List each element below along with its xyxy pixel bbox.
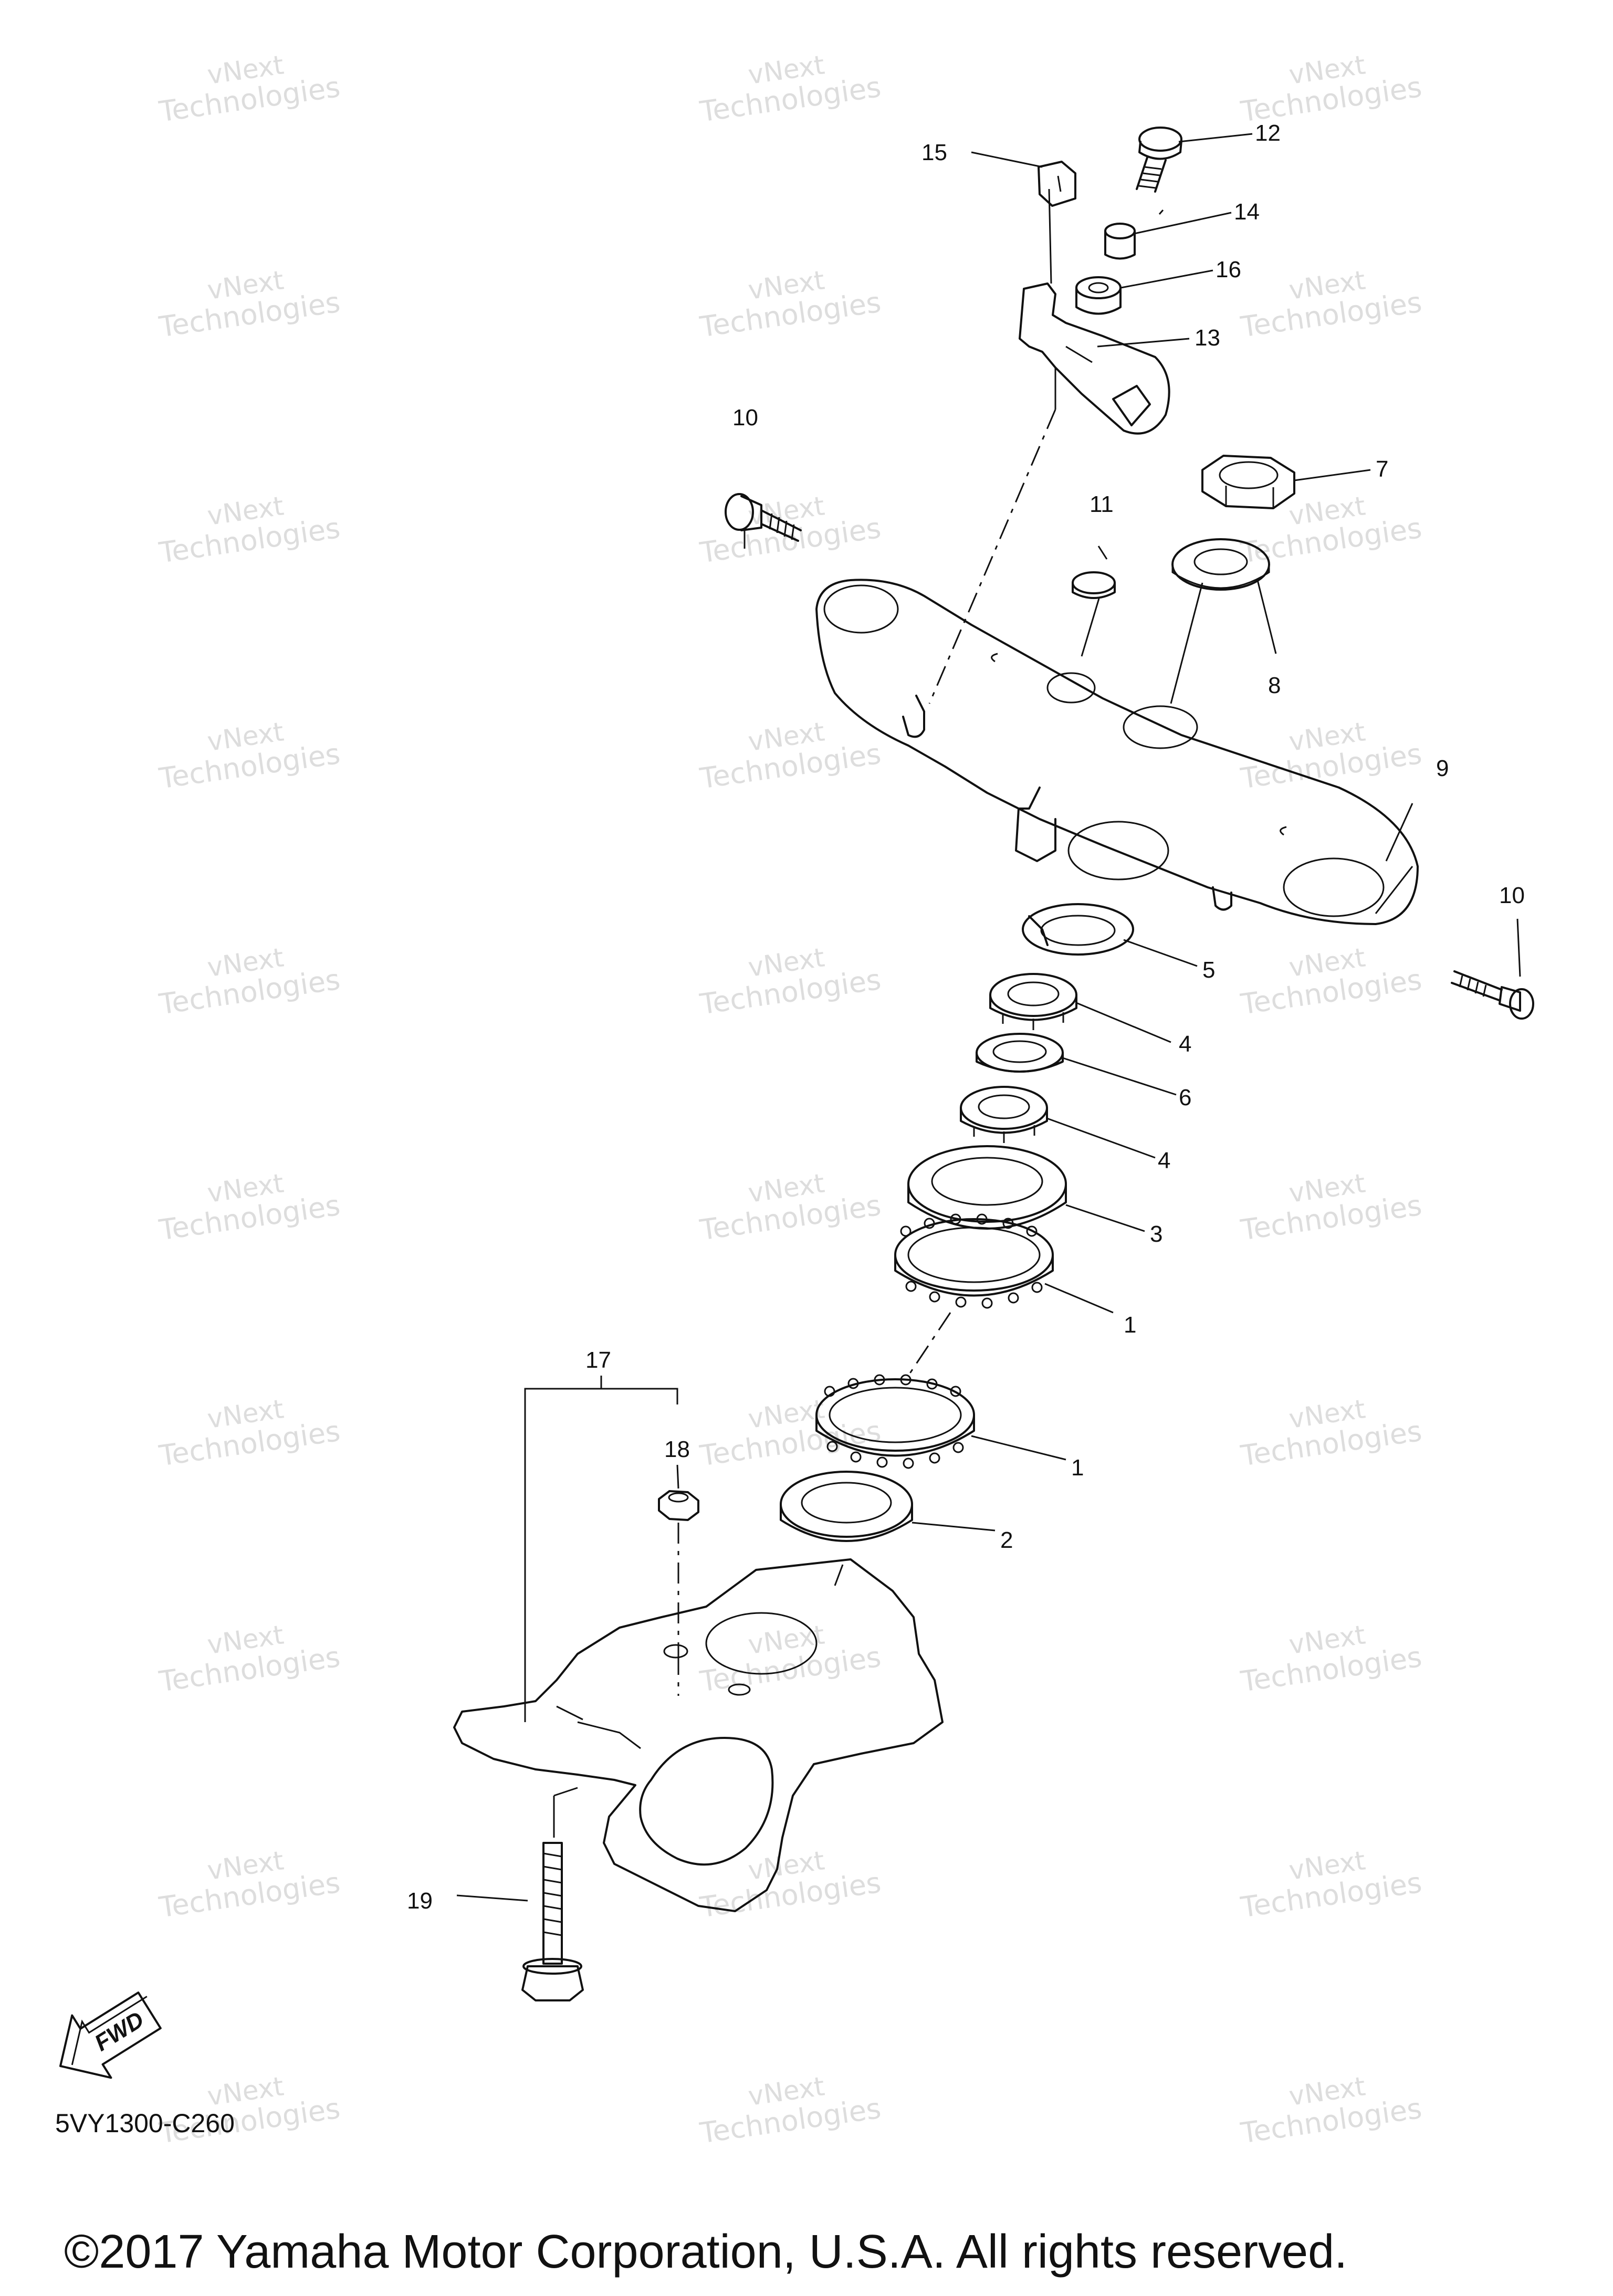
part-rubber-washer-6 (976, 1033, 1064, 1073)
ball-holes-upper (900, 1213, 1043, 1309)
part-clip-15 (1038, 161, 1076, 207)
part-bracket-13 (1019, 282, 1170, 435)
upper-parts (725, 127, 1295, 599)
part-bearing-race-3 (907, 1145, 1067, 1230)
callout-14: 14 (1234, 199, 1260, 225)
diagram-code: 5VY1300-C260 (55, 2109, 235, 2138)
callout-6: 6 (1179, 1085, 1191, 1110)
copyright-notice: ©2017 Yamaha Motor Corporation, U.S.A. A… (64, 2226, 1348, 2278)
lower-stack (780, 903, 1134, 1542)
part-screw-12 (1136, 127, 1182, 193)
callout-9: 9 (1436, 756, 1449, 781)
part-nut-18 (658, 1490, 699, 1521)
callout-4-lower: 4 (1158, 1148, 1170, 1173)
callout-labels: 12 15 14 16 13 10 11 7 8 9 10 5 4 6 4 3 … (407, 120, 1525, 1914)
callout-11: 11 (1090, 491, 1114, 517)
part-nut-7 (1201, 455, 1295, 509)
part-bolt-19 (521, 1842, 584, 2001)
part-cap-11 (1072, 571, 1116, 599)
callout-16: 16 (1216, 257, 1241, 282)
part-ball-race-1-lower (815, 1374, 975, 1469)
callout-19: 19 (407, 1888, 433, 1914)
callout-2: 2 (1000, 1527, 1013, 1553)
callout-10-bottom: 10 (1499, 883, 1525, 908)
callout-12: 12 (1255, 120, 1281, 146)
fwd-arrow-icon: FWD (59, 1991, 162, 2079)
callout-18: 18 (664, 1437, 690, 1462)
part-bolt-10-right (1451, 970, 1534, 1020)
callout-17: 17 (585, 1347, 611, 1373)
part-ring-nut-4-upper (989, 973, 1077, 1030)
part-ball-race-1-upper (894, 1213, 1054, 1309)
part-upper-bracket-9 (815, 579, 1419, 925)
callout-7: 7 (1376, 456, 1388, 482)
part-lock-washer-5 (1022, 903, 1134, 956)
ball-holes-lower (824, 1374, 964, 1469)
callout-13: 13 (1195, 325, 1220, 351)
part-ring-nut-4-lower (960, 1086, 1048, 1143)
leader-lines (456, 133, 1521, 1902)
callout-10-top: 10 (732, 405, 758, 431)
callout-1-lower: 1 (1071, 1455, 1084, 1481)
alignment-lines (553, 188, 1413, 1838)
callout-3: 3 (1150, 1221, 1162, 1247)
part-under-bracket-17 (453, 1558, 944, 1912)
callout-4-upper: 4 (1179, 1031, 1191, 1057)
part-collar-14 (1104, 223, 1136, 260)
part-washer-8 (1171, 538, 1270, 591)
callout-8: 8 (1268, 673, 1281, 698)
callout-5: 5 (1202, 957, 1215, 983)
callout-1-upper: 1 (1124, 1312, 1136, 1338)
part-grommet-16 (1075, 276, 1122, 315)
callout-15: 15 (921, 140, 947, 165)
part-bolt-10-left (725, 493, 802, 542)
part-bearing-race-2 (780, 1471, 913, 1542)
